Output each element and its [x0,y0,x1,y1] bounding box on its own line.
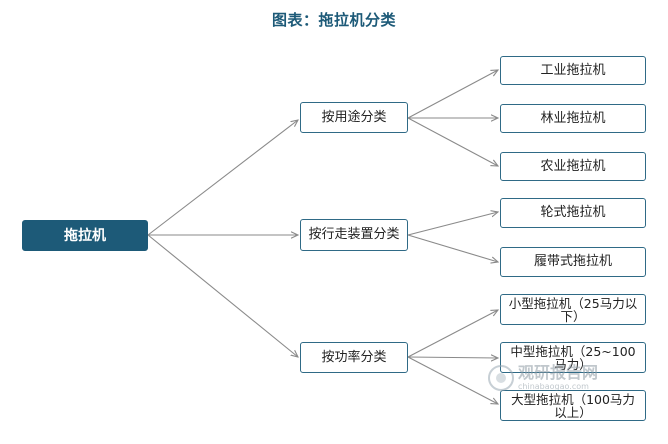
watermark-name: 观研报告网 [518,363,599,382]
edge-usage-agricultural [407,117,498,166]
leaf-node-agricultural: 农业拖拉机 [500,152,646,181]
edge-power-large [407,356,498,404]
category-node-walking: 按行走装置分类 [300,219,408,251]
leaf-node-small-power: 小型拖拉机（25马力以下） [500,294,646,325]
root-node: 拖拉机 [22,220,148,251]
category-node-usage: 按用途分类 [300,102,408,133]
leaf-node-crawler: 履带式拖拉机 [500,247,646,277]
edge-usage-industrial [407,70,498,119]
leaf-node-industrial: 工业拖拉机 [500,56,646,85]
watermark-logo-icon [488,364,514,391]
leaf-node-medium-power: 中型拖拉机（25~100马力） [500,342,646,373]
edge-root-power [147,234,298,357]
diagram-title: 图表：拖拉机分类 [271,11,396,29]
edge-power-medium [407,357,498,358]
leaf-node-forestry: 林业拖拉机 [500,104,646,133]
leaf-node-wheeled: 轮式拖拉机 [500,198,646,228]
watermark-url: chinabaogao.com [518,382,589,391]
edge-walking-wheeled [407,212,498,236]
category-node-power: 按功率分类 [300,342,408,373]
edge-power-small [407,310,498,358]
leaf-node-large-power: 大型拖拉机（100马力以上） [500,390,646,421]
edge-walking-crawler [407,234,498,262]
watermark: 观研报告网 chinabaogao.com [488,364,598,391]
edge-root-usage [147,120,298,236]
